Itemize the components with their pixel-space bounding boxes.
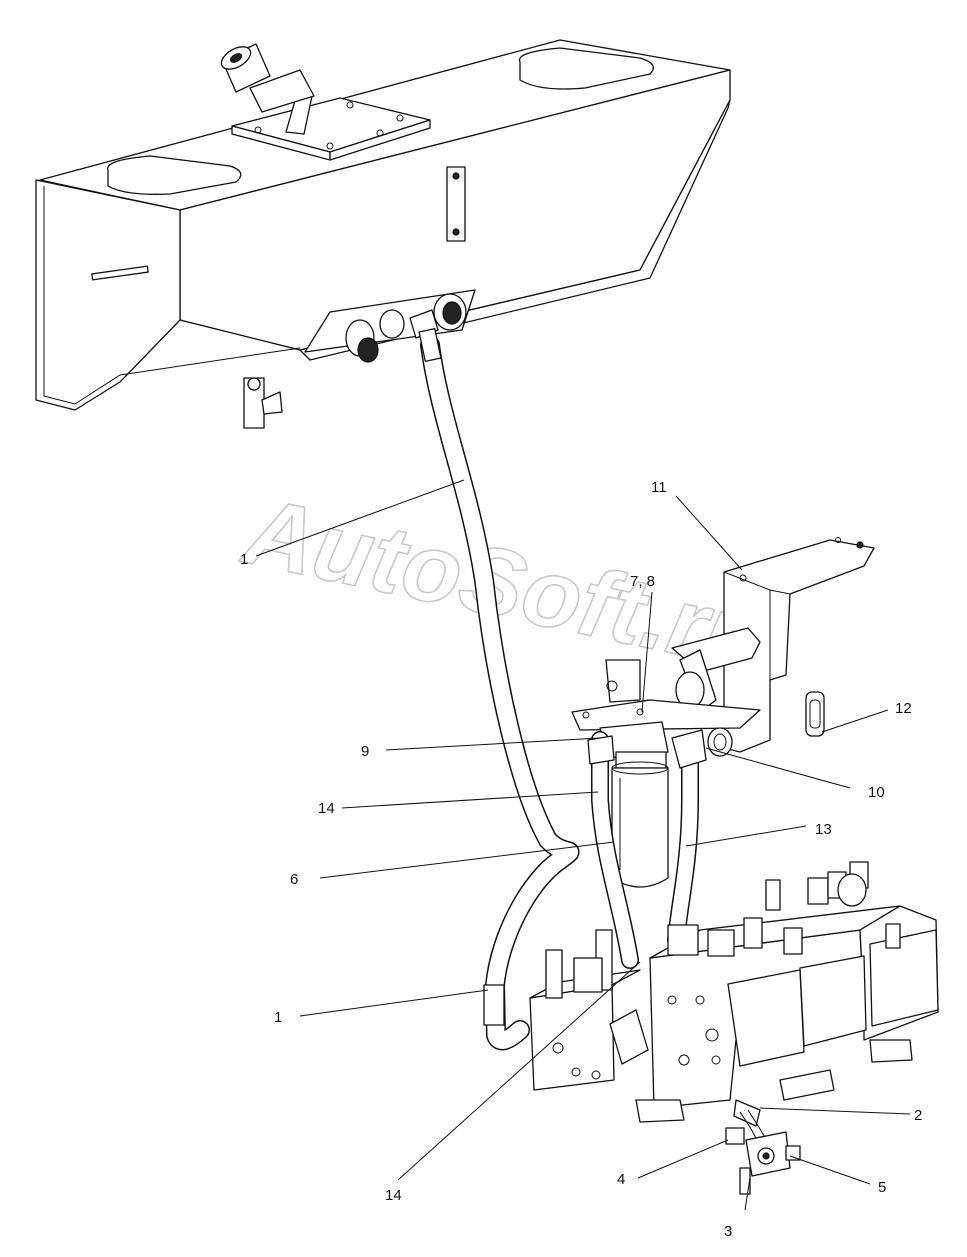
callout-7-8: 7, 8 <box>630 573 655 590</box>
callout-3: 3 <box>724 1223 732 1240</box>
callout-12: 12 <box>895 700 912 717</box>
callout-11: 11 <box>651 479 667 496</box>
control-valve-block <box>529 861 939 1157</box>
pressure-valve-assembly <box>725 1127 801 1195</box>
callout-9: 9 <box>361 743 369 760</box>
mounting-bracket <box>571 537 875 757</box>
callout-14-lower: 14 <box>385 1187 402 1204</box>
callout-13: 13 <box>815 821 832 838</box>
hose-clamp <box>805 691 825 737</box>
callout-4: 4 <box>617 1171 625 1188</box>
callout-2: 2 <box>914 1107 922 1124</box>
callout-5: 5 <box>878 1179 886 1196</box>
callout-labels: 1 1 2 3 4 5 6 7, 8 9 10 11 12 13 14 14 <box>240 479 922 1240</box>
callout-6: 6 <box>290 871 298 888</box>
callout-1-lower: 1 <box>274 1009 282 1026</box>
oil-filter <box>587 721 707 969</box>
callout-1-upper: 1 <box>240 551 248 568</box>
callout-14-upper: 14 <box>318 800 335 817</box>
callout-10: 10 <box>868 784 885 801</box>
suction-hose <box>418 328 580 1051</box>
hydraulic-tank <box>35 39 731 429</box>
drain-valve <box>243 377 283 429</box>
leader-lines <box>255 479 911 1211</box>
